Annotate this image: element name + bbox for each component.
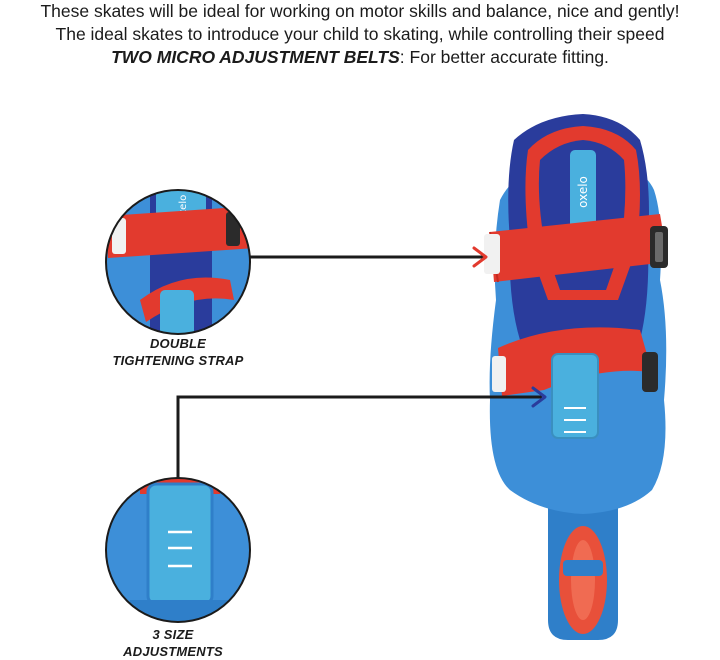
strap-caption: DOUBLE TIGHTENING STRAP xyxy=(78,335,278,369)
callout-arrow-size xyxy=(176,386,547,478)
description-line-1: These skates will be ideal for working o… xyxy=(40,1,680,21)
upper-strap xyxy=(484,214,668,283)
description-line-2: The ideal skates to introduce your child… xyxy=(55,24,665,44)
callout-arrow-strap xyxy=(250,246,488,268)
size-caption: 3 SIZE ADJUSTMENTS xyxy=(78,626,268,660)
strap-caption-line-2: TIGHTENING STRAP xyxy=(112,353,244,368)
feature-highlight: TWO MICRO ADJUSTMENT BELTS xyxy=(111,47,400,67)
brand-logo: oxelo xyxy=(576,176,590,208)
description-header: These skates will be ideal for working o… xyxy=(0,0,720,69)
size-zoom-circle xyxy=(105,477,251,623)
strap-zoom-circle: oxelo xyxy=(105,189,251,335)
description-line-3: TWO MICRO ADJUSTMENT BELTS: For better a… xyxy=(0,46,720,69)
size-adjuster xyxy=(551,353,599,439)
feature-description: : For better accurate fitting. xyxy=(399,47,609,67)
strap-caption-line-1: DOUBLE xyxy=(149,336,207,351)
size-caption-line-2: ADJUSTMENTS xyxy=(123,644,223,659)
skate-image: oxelo xyxy=(484,114,668,640)
tongue-label xyxy=(570,150,596,234)
svg-text:oxelo: oxelo xyxy=(178,195,189,221)
size-caption-line-1: 3 SIZE xyxy=(152,627,194,642)
